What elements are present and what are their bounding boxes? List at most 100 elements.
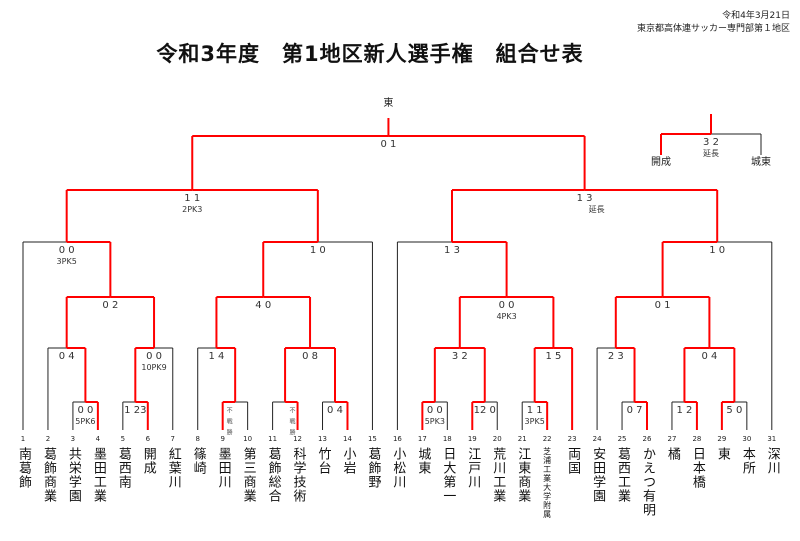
team-number: 24	[593, 435, 602, 443]
match-note: 5PK6	[75, 417, 95, 426]
match-score: 0 0	[77, 405, 93, 416]
team-number: 19	[468, 435, 477, 443]
team-name: 両国	[565, 447, 581, 475]
team-name: 芝浦工業大学附属	[542, 447, 552, 519]
match-note: 延長	[589, 204, 605, 214]
match-score: 1 0	[709, 245, 725, 256]
team-number: 12	[293, 435, 302, 443]
team-number: 3	[71, 435, 75, 443]
date-text: 令和4年3月21日	[722, 11, 790, 21]
team-name: 城東	[415, 447, 431, 475]
team-name: 本所	[739, 447, 755, 475]
third-place-team: 開成	[651, 156, 671, 168]
team-number: 4	[96, 435, 101, 443]
team-name: 葛飾総合	[265, 447, 281, 503]
team-number: 23	[568, 435, 577, 443]
team-number: 31	[767, 435, 776, 443]
team-number: 28	[692, 435, 701, 443]
team-number: 26	[643, 435, 652, 443]
team-name: 篠崎	[190, 447, 206, 475]
match-note: 10PK9	[141, 363, 166, 372]
team-number: 21	[518, 435, 527, 443]
team-number: 11	[268, 435, 277, 443]
walkover-label: 不戦勝	[225, 407, 233, 440]
third-place-note: 延長	[703, 148, 719, 158]
match-score: 0 1	[655, 300, 671, 311]
team-name: 葛飾商業	[40, 447, 56, 503]
organizer-text: 東京都高体連サッカー専門部第１地区	[636, 24, 790, 34]
match-score: 0 7	[627, 405, 643, 416]
team-name: 日大第一	[440, 447, 456, 503]
match-score: 0 0	[146, 351, 162, 362]
page-title: 令和3年度 第1地区新人選手権 組合せ表	[156, 42, 584, 66]
team-name: 竹台	[315, 447, 331, 475]
match-score: 0 8	[302, 351, 318, 362]
team-number: 2	[46, 435, 50, 443]
team-name: かえつ有明	[640, 447, 655, 517]
team-name: 共栄学園	[65, 447, 81, 503]
team-name: 橘	[664, 447, 680, 461]
match-score: 0 0	[59, 245, 75, 256]
team-number: 27	[667, 435, 676, 443]
match-score: 12 0	[474, 405, 496, 416]
team-number: 20	[493, 435, 502, 443]
match-note: 3PK5	[525, 417, 545, 426]
team-name: 小岩	[340, 447, 356, 475]
team-number: 15	[368, 435, 377, 443]
match-note: 3PK5	[57, 257, 77, 266]
match-score: 1 3	[444, 245, 460, 256]
team-name: 小松川	[390, 447, 406, 489]
match-score: 1 1	[527, 405, 543, 416]
match-note: 5PK3	[425, 417, 445, 426]
team-name: 江戸川	[465, 447, 481, 489]
team-number: 17	[418, 435, 427, 443]
team-number: 10	[243, 435, 252, 443]
team-number: 30	[742, 435, 751, 443]
match-score: 2 3	[608, 351, 624, 362]
team-name: 葛飾野	[365, 447, 381, 489]
match-score: 0 1	[380, 139, 396, 150]
team-number: 16	[393, 435, 402, 443]
team-name: 東	[714, 447, 730, 461]
team-number: 13	[318, 435, 327, 443]
team-number: 8	[195, 435, 199, 443]
match-score: 1 23	[124, 405, 146, 416]
match-score: 0 2	[102, 300, 118, 311]
match-note: 2PK3	[182, 205, 202, 214]
third-place-team: 城東	[751, 155, 771, 168]
match-score: 1 0	[310, 245, 326, 256]
match-score: 5 0	[726, 405, 742, 416]
team-number: 29	[717, 435, 726, 443]
team-number: 18	[443, 435, 452, 443]
team-name: 墨田工業	[90, 447, 106, 503]
team-name: 葛西南	[115, 447, 131, 489]
team-number: 25	[618, 435, 627, 443]
match-score: 1 2	[676, 405, 692, 416]
team-name: 日本橋	[689, 447, 705, 489]
team-name: 江東商業	[515, 447, 531, 503]
match-score: 1 5	[545, 351, 561, 362]
match-score: 0 0	[499, 300, 515, 311]
team-name: 深川	[764, 447, 780, 475]
match-note: 4PK3	[496, 312, 516, 321]
match-score: 0 4	[701, 351, 717, 362]
team-number: 14	[343, 435, 352, 443]
team-number: 5	[121, 435, 125, 443]
walkover-label: 不戦勝	[288, 407, 296, 440]
team-number: 22	[543, 435, 552, 443]
third-place-score: 3 2	[703, 137, 719, 148]
team-name: 第三商業	[240, 447, 256, 503]
team-name: 南葛飾	[16, 447, 31, 489]
team-name: 葛西工業	[615, 447, 631, 503]
champion-name: 東	[383, 96, 393, 109]
match-score: 0 4	[327, 405, 343, 416]
match-score: 3 2	[452, 351, 468, 362]
team-number: 1	[21, 435, 25, 443]
team-name: 安田学園	[590, 447, 606, 503]
match-score: 1 1	[184, 193, 200, 204]
team-name: 荒川工業	[490, 447, 506, 503]
team-name: 科学技術	[290, 447, 306, 503]
match-score: 4 0	[255, 300, 271, 311]
team-name: 紅葉川	[165, 447, 181, 489]
